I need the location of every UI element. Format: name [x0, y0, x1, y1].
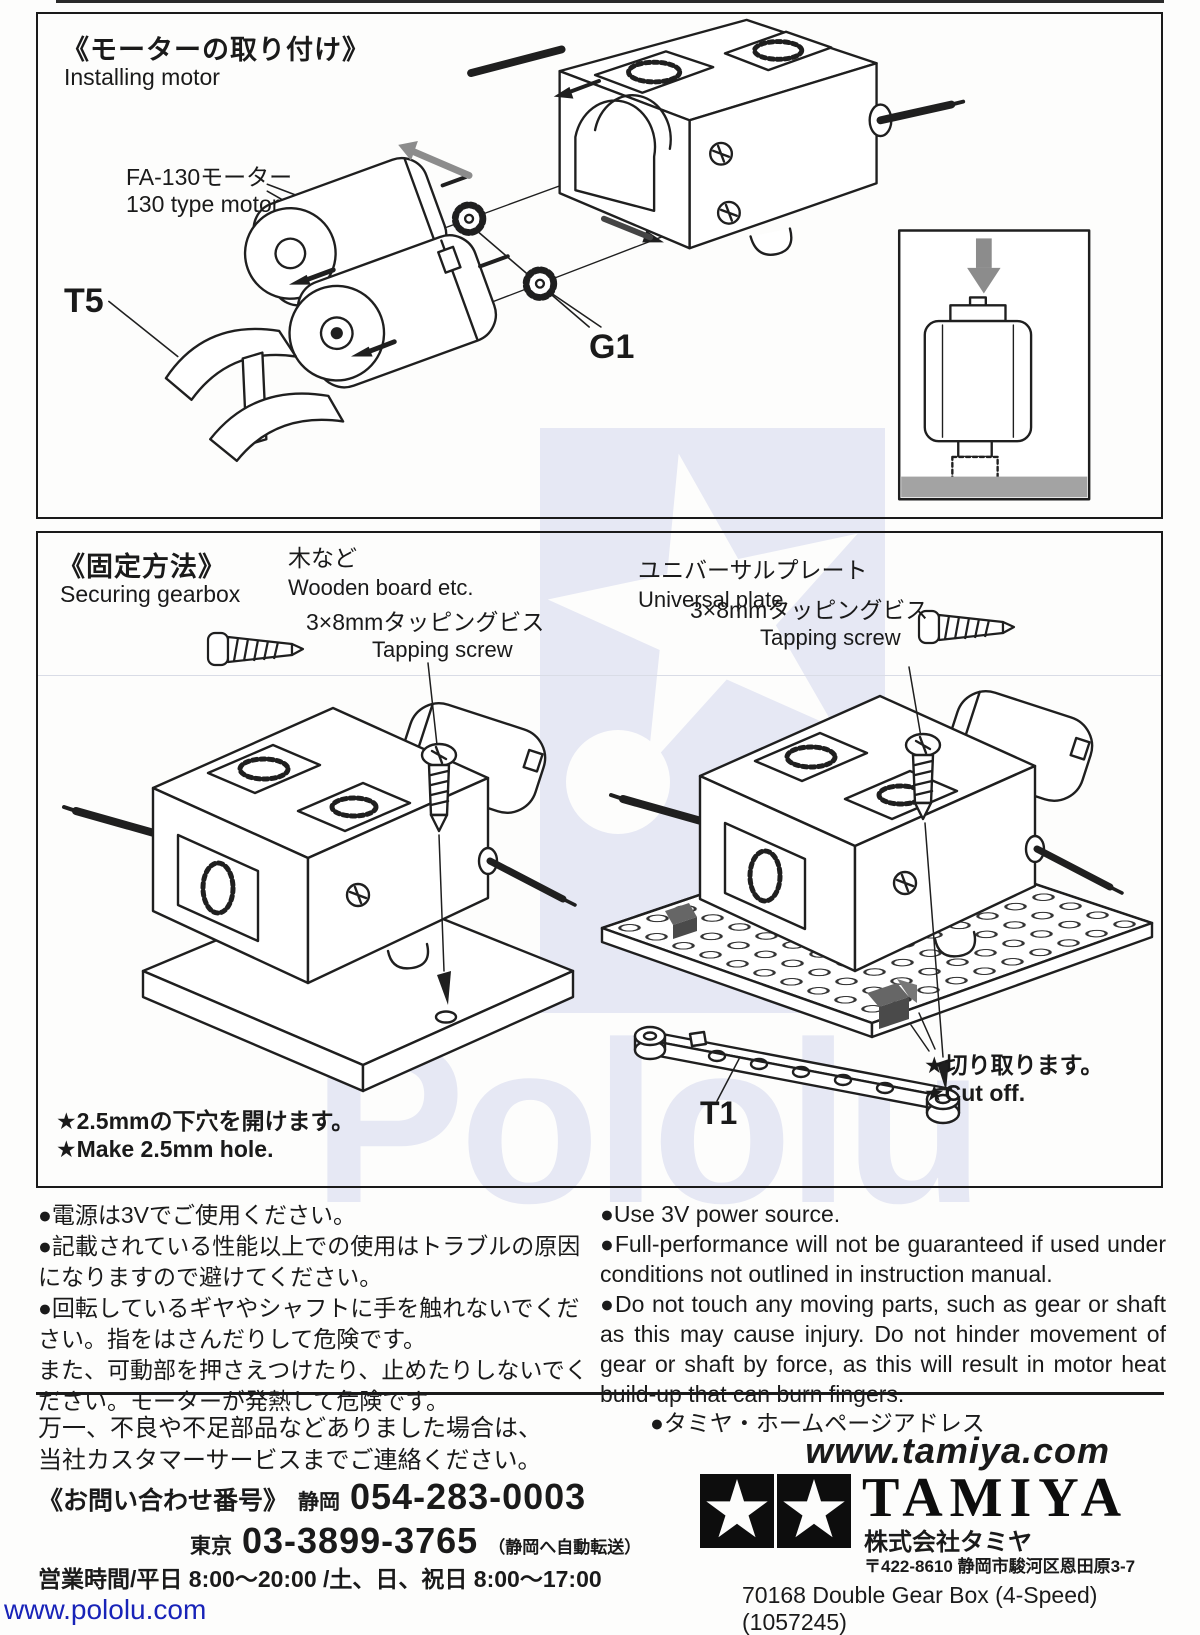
caution-item: ●Use 3V power source.	[600, 1201, 841, 1227]
motor-label-en: 130 type motor	[126, 191, 280, 217]
tokyo-label: 東京	[190, 1535, 232, 1558]
caution-item: ●Do not touch any moving parts, such as …	[600, 1291, 1166, 1407]
caution-item: ●電源は3Vでご使用ください。	[38, 1202, 357, 1228]
motor-cover-t5-drawing	[164, 327, 345, 463]
cautions-english: ●Use 3V power source. ●Full-performance …	[600, 1199, 1166, 1409]
cutoff-note-ja: ★切り取ります。	[924, 1052, 1104, 1078]
star-icon	[783, 1479, 845, 1538]
tapping-screw-drawing	[420, 662, 458, 1024]
wooden-board-label-en: Wooden board etc.	[288, 575, 474, 600]
drill-note-en: ★Make 2.5mm hole.	[56, 1136, 274, 1162]
cautions-japanese: ●電源は3Vでご使用ください。 ●記載されている性能以上での使用はトラブルの原因…	[38, 1200, 596, 1417]
motor-drawing	[288, 234, 510, 389]
star-icon	[706, 1479, 768, 1538]
tamiya-star-logo	[777, 1474, 851, 1548]
installing-title-ja: 《モーターの取り付け》	[62, 35, 370, 65]
t1-bar-drawing	[633, 1025, 961, 1125]
footer-divider	[36, 1392, 1164, 1395]
shizuoka-label: 静岡	[298, 1491, 341, 1514]
part-label-t5: T5	[64, 282, 104, 320]
tokyo-row: 東京 03-3899-3765 （静岡へ自動転送）	[190, 1520, 641, 1562]
drill-note-ja: ★2.5mmの下穴を開けます。	[56, 1108, 355, 1134]
pinion-gear-drawing	[522, 266, 558, 301]
homepage-label: ●タミヤ・ホームページアドレス	[650, 1410, 985, 1436]
installing-title-en: Installing motor	[64, 64, 220, 90]
motor-press-inset	[897, 229, 1091, 501]
tokyo-phone: 03-3899-3765	[242, 1520, 479, 1561]
caution-item: ●記載されている性能以上での使用はトラブルの原因になりますので避けてください。	[38, 1233, 581, 1290]
universal-plate-label-ja: ユニバーサルプレート	[638, 557, 868, 583]
installing-motor-section: 《モーターの取り付け》 Installing motor FA-130モーター …	[36, 12, 1163, 519]
defect-notice-line2: 当社カスタマーサービスまでご連絡ください。	[38, 1447, 542, 1474]
part-label-t1: T1	[700, 1095, 738, 1131]
gearbox-drawing	[62, 702, 577, 985]
securing-gearbox-section: 《固定方法》 Securing gearbox 木など Wooden board…	[36, 531, 1163, 1188]
wooden-board-diagram	[62, 662, 577, 1093]
company-name: 株式会社タミヤ	[864, 1529, 1032, 1556]
installing-motor-diagram	[108, 18, 1091, 501]
motor-label-ja: FA-130モーター	[126, 164, 293, 190]
tamiya-url: www.tamiya.com	[805, 1430, 1110, 1471]
screw-label-ja: 3×8mmタッピングビス	[690, 597, 929, 623]
watermark-circle-shape	[566, 730, 670, 834]
securing-title-en: Securing gearbox	[60, 581, 241, 607]
part-label-g1: G1	[589, 328, 635, 366]
pololu-site-stamp: www.pololu.com	[4, 1594, 207, 1625]
tapping-screw-drawing	[904, 666, 949, 1091]
universal-plate-diagram	[600, 666, 1154, 1125]
screw-label-en: Tapping screw	[372, 637, 513, 662]
caution-item: ●回転しているギヤやシャフトに手を触れないでください。指をはさんだりして危険です…	[38, 1295, 580, 1352]
caution-item: ●Full-performance will not be guaranteed…	[600, 1231, 1166, 1287]
cutoff-tab-drawing	[665, 903, 917, 1029]
gearbox-drawing	[609, 690, 1124, 973]
universal-plate-label-en: Universal plate	[638, 587, 784, 612]
company-address: 〒422-8610 静岡市駿河区恩田原3-7	[864, 1557, 1136, 1576]
business-hours: 営業時間/平日 8:00〜20:00 /土、日、祝日 8:00〜17:00	[38, 1566, 602, 1592]
insert-arrow	[288, 86, 664, 357]
tamiya-wordmark: TAMIYA	[862, 1467, 1129, 1529]
product-name: 70168 Double Gear Box (4-Speed) (1057245…	[742, 1582, 1098, 1635]
inquiry-label: 《お問い合わせ番号》	[38, 1487, 289, 1515]
tapping-screw-icon	[206, 631, 305, 667]
wooden-board-label-ja: 木など	[288, 545, 357, 571]
securing-title-ja: 《固定方法》	[58, 552, 226, 582]
gearbox-drawing	[467, 18, 966, 256]
inquiry-row: 《お問い合わせ番号》 静岡 054-283-0003	[38, 1476, 586, 1518]
cutoff-note-en: ★Cut off.	[924, 1080, 1026, 1106]
scan-fold-line	[38, 675, 1161, 676]
shizuoka-phone: 054-283-0003	[350, 1476, 587, 1517]
direction-arrow	[398, 140, 418, 161]
tapping-screw-icon	[917, 609, 1016, 645]
wooden-board-drawing	[141, 881, 575, 1093]
tokyo-forward-note: （静岡へ自動転送）	[488, 1538, 642, 1557]
pinion-gear-drawing	[451, 201, 487, 236]
screw-label-en: Tapping screw	[760, 625, 901, 650]
screw-label-ja: 3×8mmタッピングビス	[306, 609, 545, 635]
tamiya-star-logo	[700, 1474, 774, 1548]
scan-top-edge	[56, 0, 1164, 3]
defect-notice-line1: 万一、不良や不足部品などありました場合は、	[38, 1415, 542, 1442]
